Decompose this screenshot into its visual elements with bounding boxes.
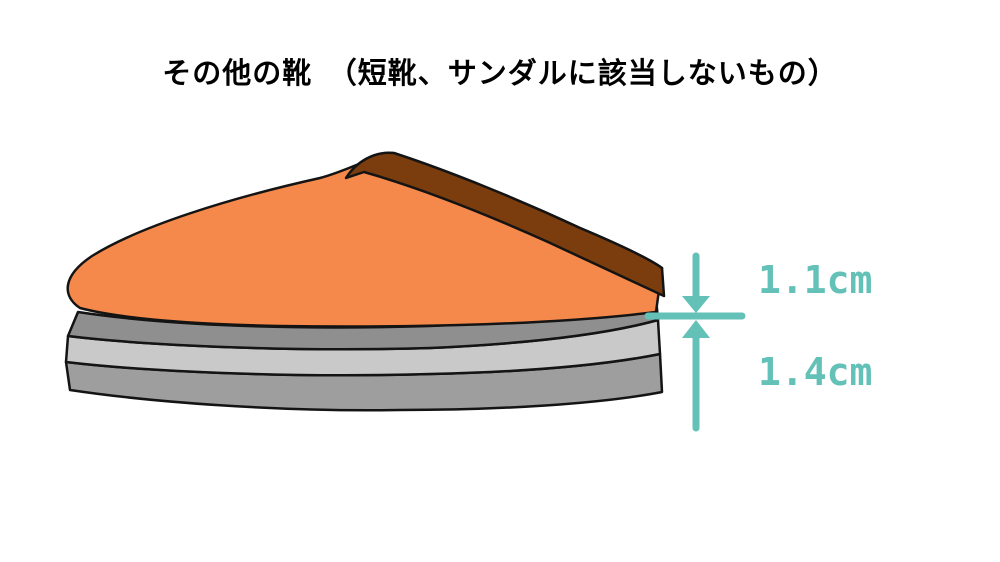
measure-upper-arrowhead-down [682,296,710,313]
measurement-label-upper: 1.1cm [758,258,873,302]
measurement-label-sole: 1.4cm [758,350,873,394]
measure-lower-arrowhead-up [682,320,710,338]
diagram-title: その他の靴 （短靴、サンダルに該当しないもの） [162,56,838,90]
shoe-collar [344,151,666,298]
